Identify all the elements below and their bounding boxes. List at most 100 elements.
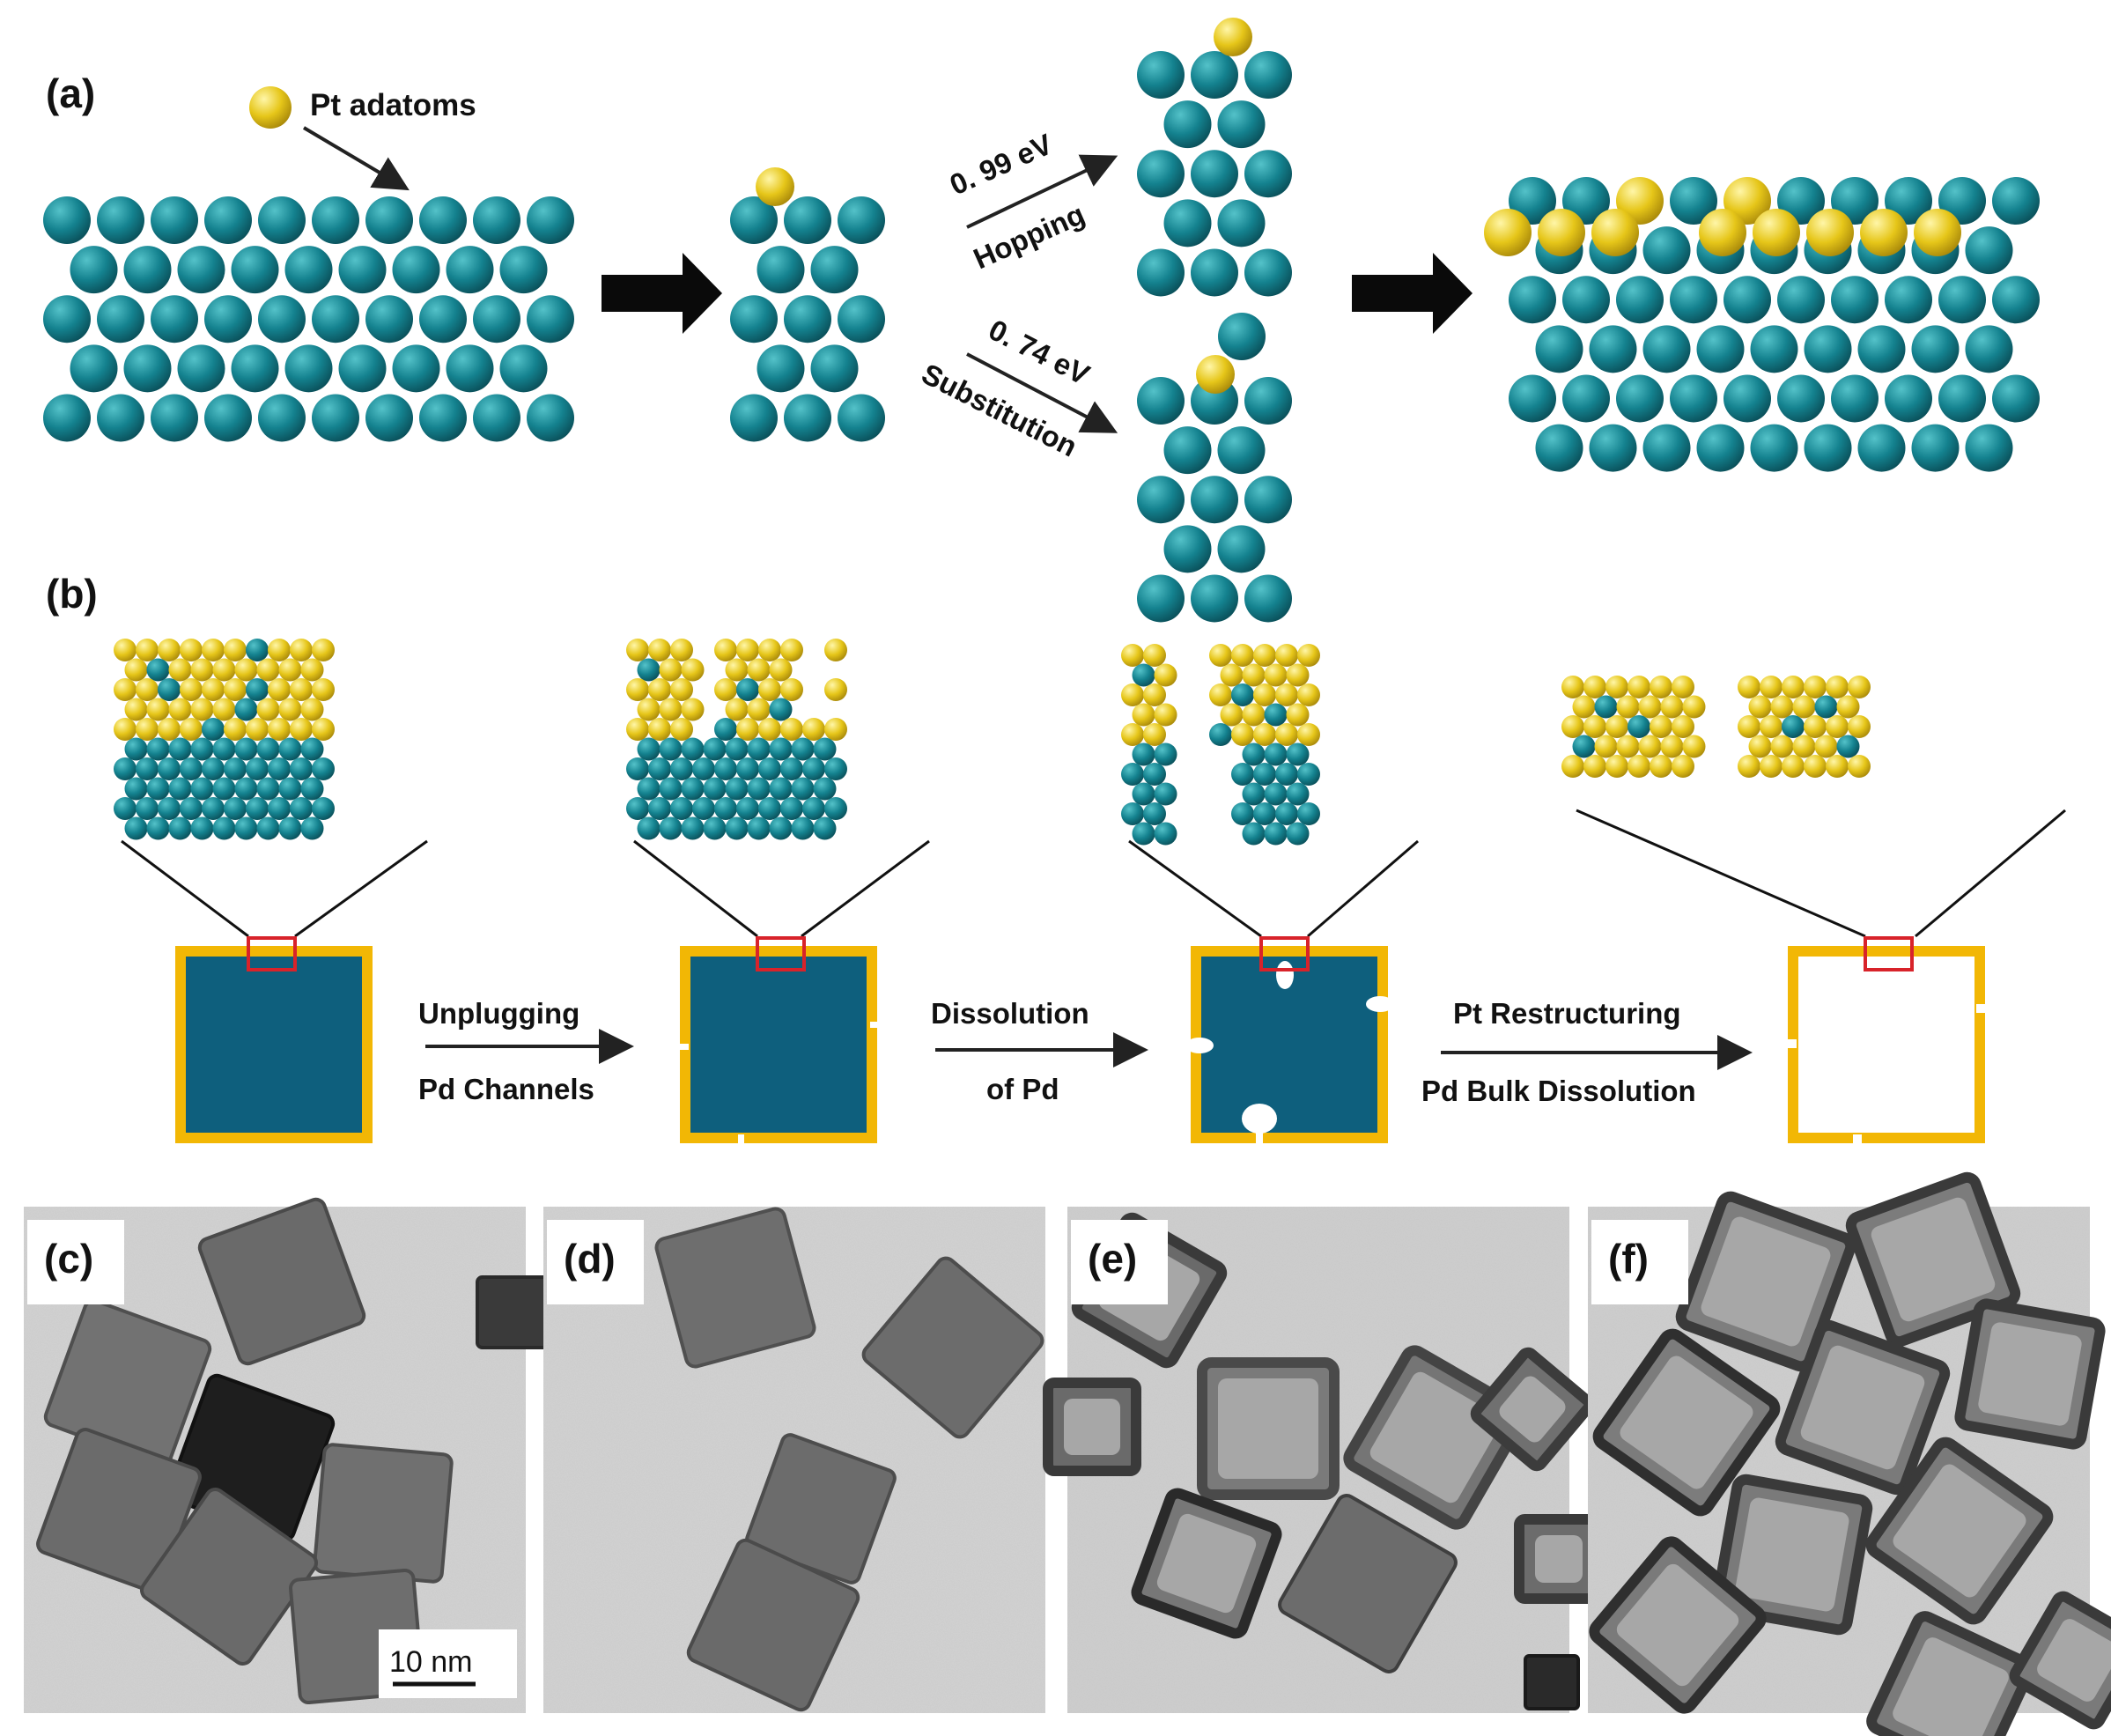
pt-atom — [1143, 683, 1166, 706]
panel-a: (a) Pt adatoms 0. 99 eV Hopping 0. 74 eV… — [43, 18, 2040, 623]
zoom-box — [756, 936, 806, 971]
pt-atom — [1121, 723, 1144, 746]
pd-atom — [838, 196, 885, 244]
nanocube — [1514, 1514, 1604, 1604]
pt-atom — [1561, 676, 1584, 698]
pd-atom — [1231, 763, 1254, 786]
pd-atom — [1264, 742, 1288, 766]
pt-atom — [224, 718, 247, 741]
pd-atom — [124, 777, 148, 801]
pt-atom — [1275, 644, 1298, 667]
pt-atom — [758, 718, 781, 741]
pd-atom — [1163, 100, 1212, 149]
pd-atom — [268, 757, 291, 780]
pd-atom — [838, 394, 885, 442]
pd-atom — [151, 196, 198, 244]
pd-atom — [1253, 802, 1276, 825]
pd-atom — [1217, 525, 1266, 573]
pt-atom — [1782, 755, 1805, 778]
pd-atom — [758, 797, 781, 820]
pd-atom — [258, 196, 306, 244]
tem-panel-f: (f) — [1588, 1171, 2111, 1736]
nanocube — [1589, 1536, 1767, 1714]
pt-atom — [1792, 735, 1816, 758]
pt-atom — [256, 698, 280, 721]
pd-atom — [1831, 374, 1878, 423]
pt-atom — [1672, 676, 1694, 698]
pt-atom — [626, 639, 649, 661]
pd-atom — [824, 757, 847, 780]
pt-atom — [1286, 663, 1310, 687]
pd-atom — [246, 678, 269, 701]
pd-atom — [527, 394, 574, 442]
step3-label-line1: Pt Restructuring — [1453, 997, 1681, 1030]
pd-atom — [246, 639, 269, 661]
nanocube — [1866, 1611, 2035, 1736]
pd-atom — [659, 816, 683, 840]
pd-atom — [146, 816, 170, 840]
pd-atom — [648, 797, 671, 820]
pd-atom — [1572, 735, 1596, 758]
pd-atom — [1209, 723, 1232, 746]
pt-atom — [114, 678, 137, 701]
pd-atom — [1121, 763, 1144, 786]
pd-atom — [791, 737, 815, 761]
pd-atom — [1191, 574, 1238, 623]
pd-atom — [446, 246, 494, 294]
pt-atom — [1231, 644, 1254, 667]
pt-atom — [637, 698, 661, 721]
pd-atom — [204, 394, 252, 442]
pd-atom — [231, 344, 279, 393]
pd-atom — [1163, 525, 1212, 573]
step2-label-line1: Dissolution — [931, 997, 1089, 1030]
panel-label-b: (b) — [46, 571, 98, 617]
pd-atom — [1594, 695, 1618, 719]
pt-atom — [234, 658, 258, 682]
pd-atom — [180, 757, 203, 780]
pd-atom — [202, 757, 225, 780]
pt-atom — [1826, 715, 1849, 738]
pd-atom — [626, 797, 649, 820]
pd-atom — [392, 344, 440, 393]
pt-atom — [1264, 663, 1288, 687]
pt-atom — [136, 678, 159, 701]
pt-atom — [1738, 676, 1760, 698]
pd-atom — [312, 295, 359, 344]
nanocube — [197, 1197, 366, 1366]
pd-atom — [278, 737, 302, 761]
pd-atom — [256, 737, 280, 761]
pd-atom — [1831, 276, 1878, 324]
pd-atom — [312, 394, 359, 442]
pd-atom — [736, 678, 759, 701]
pd-atom — [1628, 715, 1650, 738]
pd-atom — [124, 816, 148, 840]
pt-atom — [1672, 715, 1694, 738]
pt-atom — [714, 678, 737, 701]
pd-atom — [212, 777, 236, 801]
pt-atom — [1638, 695, 1662, 719]
pt-atom — [1792, 695, 1816, 719]
pt-atom — [1836, 695, 1860, 719]
pd-atom — [1696, 325, 1745, 373]
pt-atom — [1770, 695, 1794, 719]
pt-atom — [1583, 676, 1606, 698]
pd-atom — [1154, 782, 1177, 806]
pd-atom — [123, 246, 172, 294]
pd-atom — [246, 757, 269, 780]
pd-atom — [1154, 822, 1177, 846]
pt-atom — [824, 678, 847, 701]
pd-atom — [97, 394, 144, 442]
pd-atom — [151, 394, 198, 442]
pd-atom — [1143, 802, 1166, 825]
pd-atom — [1589, 325, 1637, 373]
pt-atom — [758, 678, 781, 701]
pd-atom — [714, 757, 737, 780]
pt-atom — [212, 698, 236, 721]
pd-atom — [780, 797, 803, 820]
pd-atom — [1121, 802, 1144, 825]
pd-atom — [1696, 424, 1745, 472]
pd-atom — [637, 737, 661, 761]
step3-label-line2: Pd Bulk Dissolution — [1421, 1075, 1696, 1107]
label-box — [1071, 1220, 1168, 1304]
pt-atom — [1826, 676, 1849, 698]
